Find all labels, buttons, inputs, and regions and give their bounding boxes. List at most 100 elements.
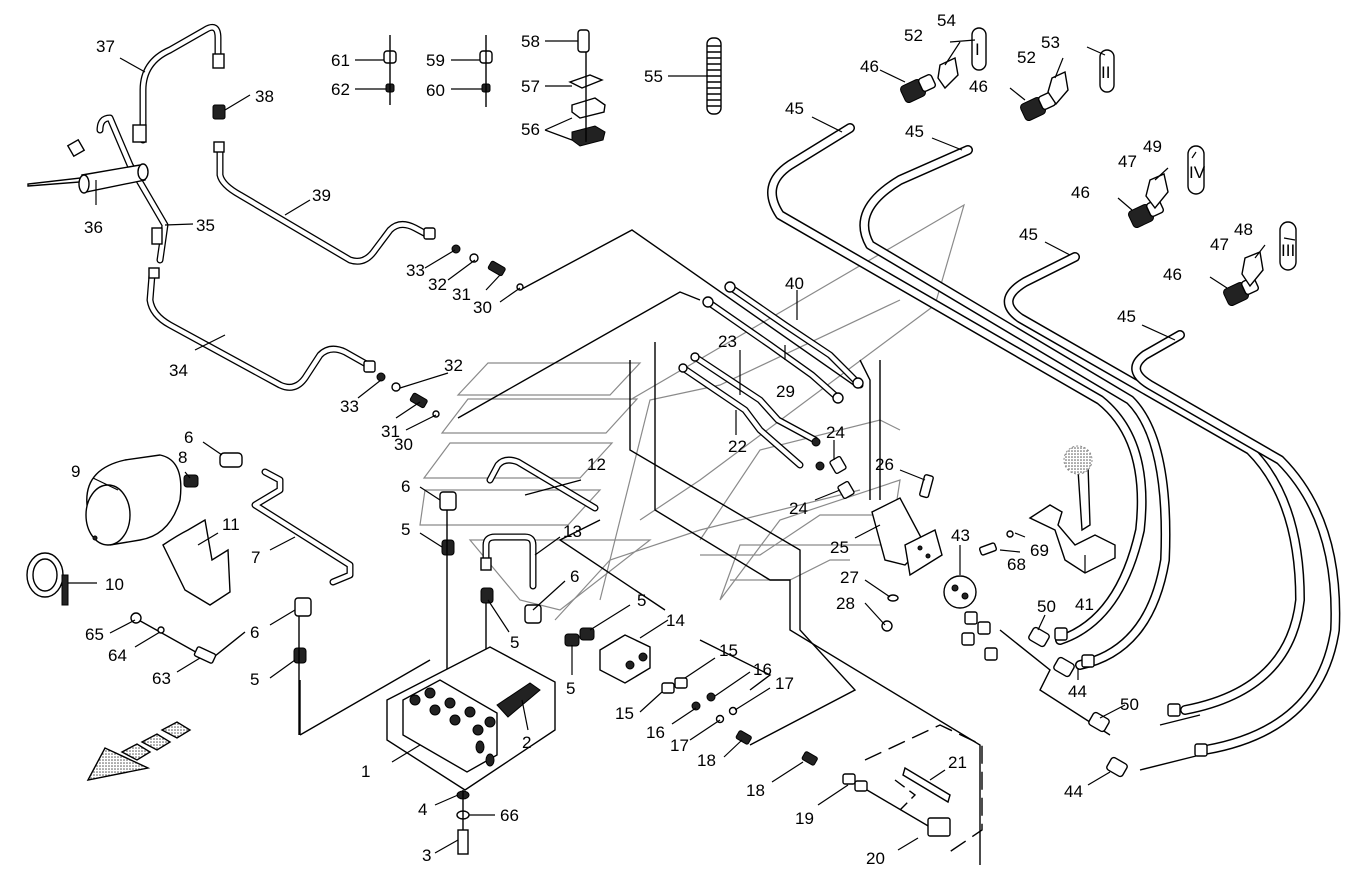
callout-3: 3 bbox=[422, 846, 431, 865]
callout-18b: 18 bbox=[746, 781, 765, 800]
callout-labels: 37 38 36 35 39 61 62 59 60 58 57 56 55 5… bbox=[71, 11, 1253, 868]
callout-63: 63 bbox=[152, 669, 171, 688]
callout-9: 9 bbox=[71, 462, 80, 481]
callout-12: 12 bbox=[587, 455, 606, 474]
callout-52a: 52 bbox=[904, 26, 923, 45]
elbow-6a bbox=[219, 452, 243, 468]
callout-6a: 6 bbox=[184, 428, 193, 447]
callout-14: 14 bbox=[666, 611, 685, 630]
fitting-38 bbox=[212, 104, 226, 120]
callout-57: 57 bbox=[521, 77, 540, 96]
valve-20 bbox=[927, 817, 951, 837]
elbow-44a bbox=[1053, 656, 1075, 678]
callout-5e: 5 bbox=[637, 591, 646, 610]
callout-65: 65 bbox=[85, 625, 104, 644]
adapter-5a bbox=[441, 539, 455, 556]
callout-10: 10 bbox=[105, 575, 124, 594]
callout-21: 21 bbox=[948, 753, 967, 772]
callout-44b: 44 bbox=[1064, 782, 1083, 801]
callout-38: 38 bbox=[255, 87, 274, 106]
callout-33a: 33 bbox=[406, 261, 425, 280]
dust-cap-47b bbox=[1241, 251, 1264, 288]
coupler-tag-53: II bbox=[1099, 49, 1115, 93]
callout-55: 55 bbox=[644, 67, 663, 86]
callout-46d: 46 bbox=[1163, 265, 1182, 284]
callout-50a: 50 bbox=[1037, 597, 1056, 616]
callout-27: 27 bbox=[840, 568, 859, 587]
callout-47b: 47 bbox=[1210, 235, 1229, 254]
direction-arrow bbox=[86, 721, 192, 781]
connector-lines bbox=[299, 229, 1201, 865]
elbow-50b bbox=[1088, 711, 1110, 733]
callout-31b: 31 bbox=[381, 422, 400, 441]
fitting-18a bbox=[735, 730, 752, 745]
screw-26 bbox=[919, 474, 934, 499]
elbow-44b bbox=[1106, 756, 1128, 778]
tag-marking: IV bbox=[1189, 163, 1206, 182]
elbow-6b bbox=[439, 491, 457, 511]
callout-17a: 17 bbox=[775, 674, 794, 693]
callout-44a: 44 bbox=[1068, 682, 1087, 701]
dust-cap-52a bbox=[937, 56, 959, 90]
callout-50b: 50 bbox=[1120, 695, 1139, 714]
adapter-plate-43 bbox=[943, 575, 977, 609]
callout-54: 54 bbox=[937, 11, 956, 30]
callout-43: 43 bbox=[951, 526, 970, 545]
nut-13 bbox=[480, 557, 492, 571]
lever-21 bbox=[902, 766, 951, 804]
callout-6b: 6 bbox=[401, 477, 410, 496]
callout-5b: 5 bbox=[510, 633, 519, 652]
nut-33a bbox=[423, 227, 436, 240]
callout-26: 26 bbox=[875, 455, 894, 474]
accumulator-9 bbox=[85, 454, 182, 546]
coupler-tag-48: III bbox=[1279, 221, 1297, 271]
callout-53: 53 bbox=[1041, 33, 1060, 52]
hoses bbox=[767, 123, 1341, 755]
callout-22: 22 bbox=[728, 437, 747, 456]
callout-leaders bbox=[68, 39, 1296, 854]
fitting-15a bbox=[674, 677, 688, 689]
callout-29: 29 bbox=[776, 382, 795, 401]
adapter-8 bbox=[183, 474, 199, 488]
fitting-18b bbox=[801, 751, 818, 766]
nut-39-end bbox=[213, 141, 225, 153]
dust-cap-47a bbox=[1145, 173, 1169, 210]
tubes bbox=[96, 23, 864, 590]
callout-62: 62 bbox=[331, 80, 350, 99]
callout-30a: 30 bbox=[473, 298, 492, 317]
callout-4: 4 bbox=[418, 800, 427, 819]
callout-46a: 46 bbox=[860, 57, 879, 76]
callout-11: 11 bbox=[222, 515, 240, 534]
callout-31a: 31 bbox=[452, 285, 471, 304]
coupler-46a bbox=[900, 73, 937, 103]
nut-37-end bbox=[212, 53, 225, 69]
callout-58: 58 bbox=[521, 32, 540, 51]
bracket-11 bbox=[162, 518, 231, 606]
callout-30b: 30 bbox=[394, 435, 413, 454]
callout-23: 23 bbox=[718, 332, 737, 351]
callout-45a: 45 bbox=[785, 99, 804, 118]
callout-46c: 46 bbox=[1071, 183, 1090, 202]
component-outline-dotted bbox=[1063, 445, 1093, 475]
callout-41: 41 bbox=[1075, 595, 1094, 614]
bolt-63 bbox=[193, 646, 217, 664]
callout-45b: 45 bbox=[905, 122, 924, 141]
callout-66: 66 bbox=[500, 806, 519, 825]
callout-68: 68 bbox=[1007, 555, 1026, 574]
callout-36: 36 bbox=[84, 218, 103, 237]
callout-1: 1 bbox=[361, 762, 370, 781]
clamp-half-56b bbox=[571, 125, 606, 147]
elbow-50a bbox=[1028, 626, 1050, 648]
callout-45c: 45 bbox=[1019, 225, 1038, 244]
callout-5c: 5 bbox=[250, 670, 259, 689]
dust-cap-52b bbox=[1047, 70, 1069, 106]
callout-33b: 33 bbox=[340, 397, 359, 416]
callout-7: 7 bbox=[251, 548, 260, 567]
control-valve-25 bbox=[871, 497, 943, 577]
nut-37-lower bbox=[132, 124, 147, 143]
callout-2: 2 bbox=[522, 733, 531, 752]
adapter-5e bbox=[579, 627, 595, 641]
fitting-24a bbox=[829, 455, 847, 475]
fitting-24b bbox=[837, 480, 855, 500]
